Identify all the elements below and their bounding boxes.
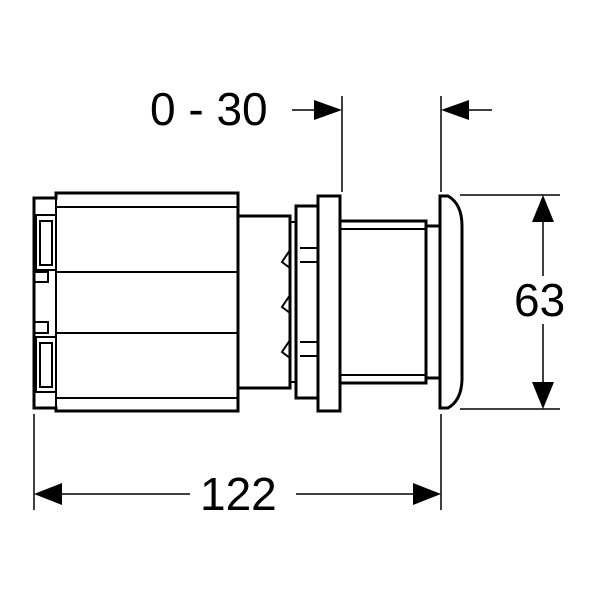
push-button-cap bbox=[438, 194, 464, 410]
front-sleeve bbox=[338, 219, 442, 385]
dimension-label-height: 63 bbox=[514, 274, 565, 326]
dimension-label-total-length: 122 bbox=[200, 468, 277, 520]
dimension-label-adjustment-range: 0 - 30 bbox=[150, 83, 268, 135]
dimension-adjustment-range: 0 - 30 bbox=[150, 83, 492, 192]
lower-clip bbox=[35, 336, 57, 393]
upper-clip bbox=[35, 214, 57, 271]
dimension-total-length: 122 bbox=[33, 414, 442, 520]
rear-housing bbox=[32, 191, 240, 413]
dimension-height: 63 bbox=[460, 194, 565, 410]
middle-sleeve bbox=[236, 214, 297, 390]
mounting-flange bbox=[294, 194, 342, 413]
